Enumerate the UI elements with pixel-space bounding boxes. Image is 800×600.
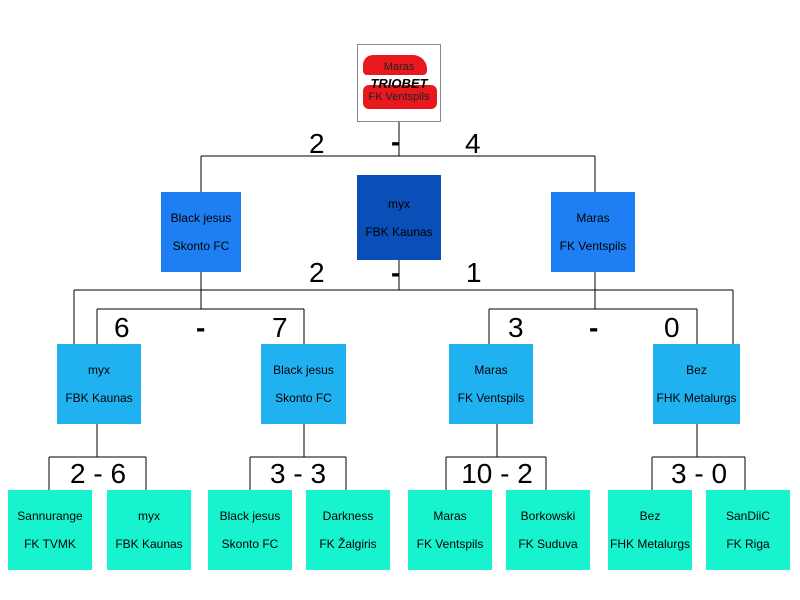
team-name: FHK Metalurgs bbox=[609, 537, 691, 551]
round1-box-8: SanDiiC FK Riga bbox=[706, 490, 790, 570]
team-name: FBK Kaunas bbox=[65, 391, 133, 405]
qf-left-score-right: 7 bbox=[272, 312, 288, 343]
qf-right-score-left: 3 bbox=[508, 312, 524, 343]
logo-red-band-bottom bbox=[363, 85, 437, 109]
r1-score-2: 3 - 3 bbox=[256, 458, 340, 490]
quarterfinal-box-2: Black jesus Skonto FC bbox=[261, 344, 346, 424]
team-name: FK Riga bbox=[726, 537, 770, 551]
line-r1-2 bbox=[249, 424, 347, 490]
player-name: Bez bbox=[639, 509, 661, 523]
qf-left-score-left: 6 bbox=[114, 312, 130, 343]
team-name: Skonto FC bbox=[172, 239, 230, 253]
champion-logo: Maras TRIOBET FK Ventspils bbox=[357, 44, 441, 122]
team-name: FK Žalgiris bbox=[319, 537, 377, 551]
team-name: FK Ventspils bbox=[416, 537, 484, 551]
logo-player: Maras bbox=[383, 61, 415, 73]
team-name: FBK Kaunas bbox=[365, 224, 433, 239]
final-score-dash: - bbox=[391, 126, 401, 157]
final-score-right: 4 bbox=[465, 128, 481, 159]
player-name: myx bbox=[388, 196, 410, 211]
semi-score-left: 2 bbox=[309, 257, 325, 288]
team-name: FK Suduva bbox=[518, 537, 578, 551]
logo-sponsor: TRIOBET bbox=[370, 76, 428, 91]
player-name: Black jesus bbox=[170, 211, 232, 225]
team-name: Skonto FC bbox=[221, 537, 279, 551]
player-name: Bez bbox=[686, 363, 707, 377]
round1-box-7: Bez FHK Metalurgs bbox=[608, 490, 692, 570]
line-r1-3 bbox=[445, 424, 547, 490]
round1-box-6: Borkowski FK Suduva bbox=[506, 490, 590, 570]
quarterfinal-box-1: myx FBK Kaunas bbox=[57, 344, 141, 424]
qf-left-score-dash: - bbox=[196, 312, 206, 343]
r1-score-3: 10 - 2 bbox=[452, 458, 542, 490]
player-name: Black jesus bbox=[219, 509, 281, 523]
player-name: Borkowski bbox=[520, 509, 576, 523]
third-place-box: myx FBK Kaunas bbox=[357, 175, 441, 260]
team-name: Skonto FC bbox=[275, 391, 332, 405]
qf-right-score-dash: - bbox=[589, 312, 599, 343]
player-name: myx bbox=[138, 509, 160, 523]
team-name: FHK Metalurgs bbox=[656, 391, 737, 405]
player-name: Maras bbox=[576, 211, 610, 225]
logo-red-band-top bbox=[363, 55, 427, 75]
semifinal-box-right: Maras FK Ventspils bbox=[551, 192, 635, 272]
r1-score-1: 2 - 6 bbox=[56, 458, 140, 490]
round1-box-1: Sannurange FK TVMK bbox=[8, 490, 92, 570]
team-name: FK Ventspils bbox=[457, 391, 525, 405]
player-name: Sannurange bbox=[17, 509, 83, 523]
semi-score-right: 1 bbox=[466, 257, 482, 288]
round1-box-4: Darkness FK Žalgiris bbox=[306, 490, 390, 570]
team-name: FBK Kaunas bbox=[115, 537, 183, 551]
logo-team: FK Ventspils bbox=[368, 91, 430, 103]
semi-score-dash: - bbox=[391, 257, 401, 288]
round1-box-5: Maras FK Ventspils bbox=[408, 490, 492, 570]
team-name: FK TVMK bbox=[24, 537, 76, 551]
player-name: SanDiiC bbox=[725, 509, 770, 523]
qf-right-score-right: 0 bbox=[664, 312, 680, 343]
player-name: Black jesus bbox=[273, 363, 334, 377]
player-name: Maras bbox=[474, 363, 508, 377]
team-name: FK Ventspils bbox=[559, 239, 627, 253]
line-r1-1 bbox=[48, 424, 147, 490]
player-name: Darkness bbox=[322, 509, 374, 523]
player-name: myx bbox=[88, 363, 110, 377]
final-score-left: 2 bbox=[309, 128, 325, 159]
quarterfinal-box-3: Maras FK Ventspils bbox=[449, 344, 533, 424]
semifinal-box-left: Black jesus Skonto FC bbox=[161, 192, 241, 272]
quarterfinal-box-4: Bez FHK Metalurgs bbox=[653, 344, 740, 424]
line-r1-4 bbox=[651, 424, 746, 490]
player-name: Maras bbox=[433, 509, 467, 523]
r1-score-4: 3 - 0 bbox=[659, 458, 739, 490]
round1-box-2: myx FBK Kaunas bbox=[107, 490, 191, 570]
round1-box-3: Black jesus Skonto FC bbox=[208, 490, 292, 570]
